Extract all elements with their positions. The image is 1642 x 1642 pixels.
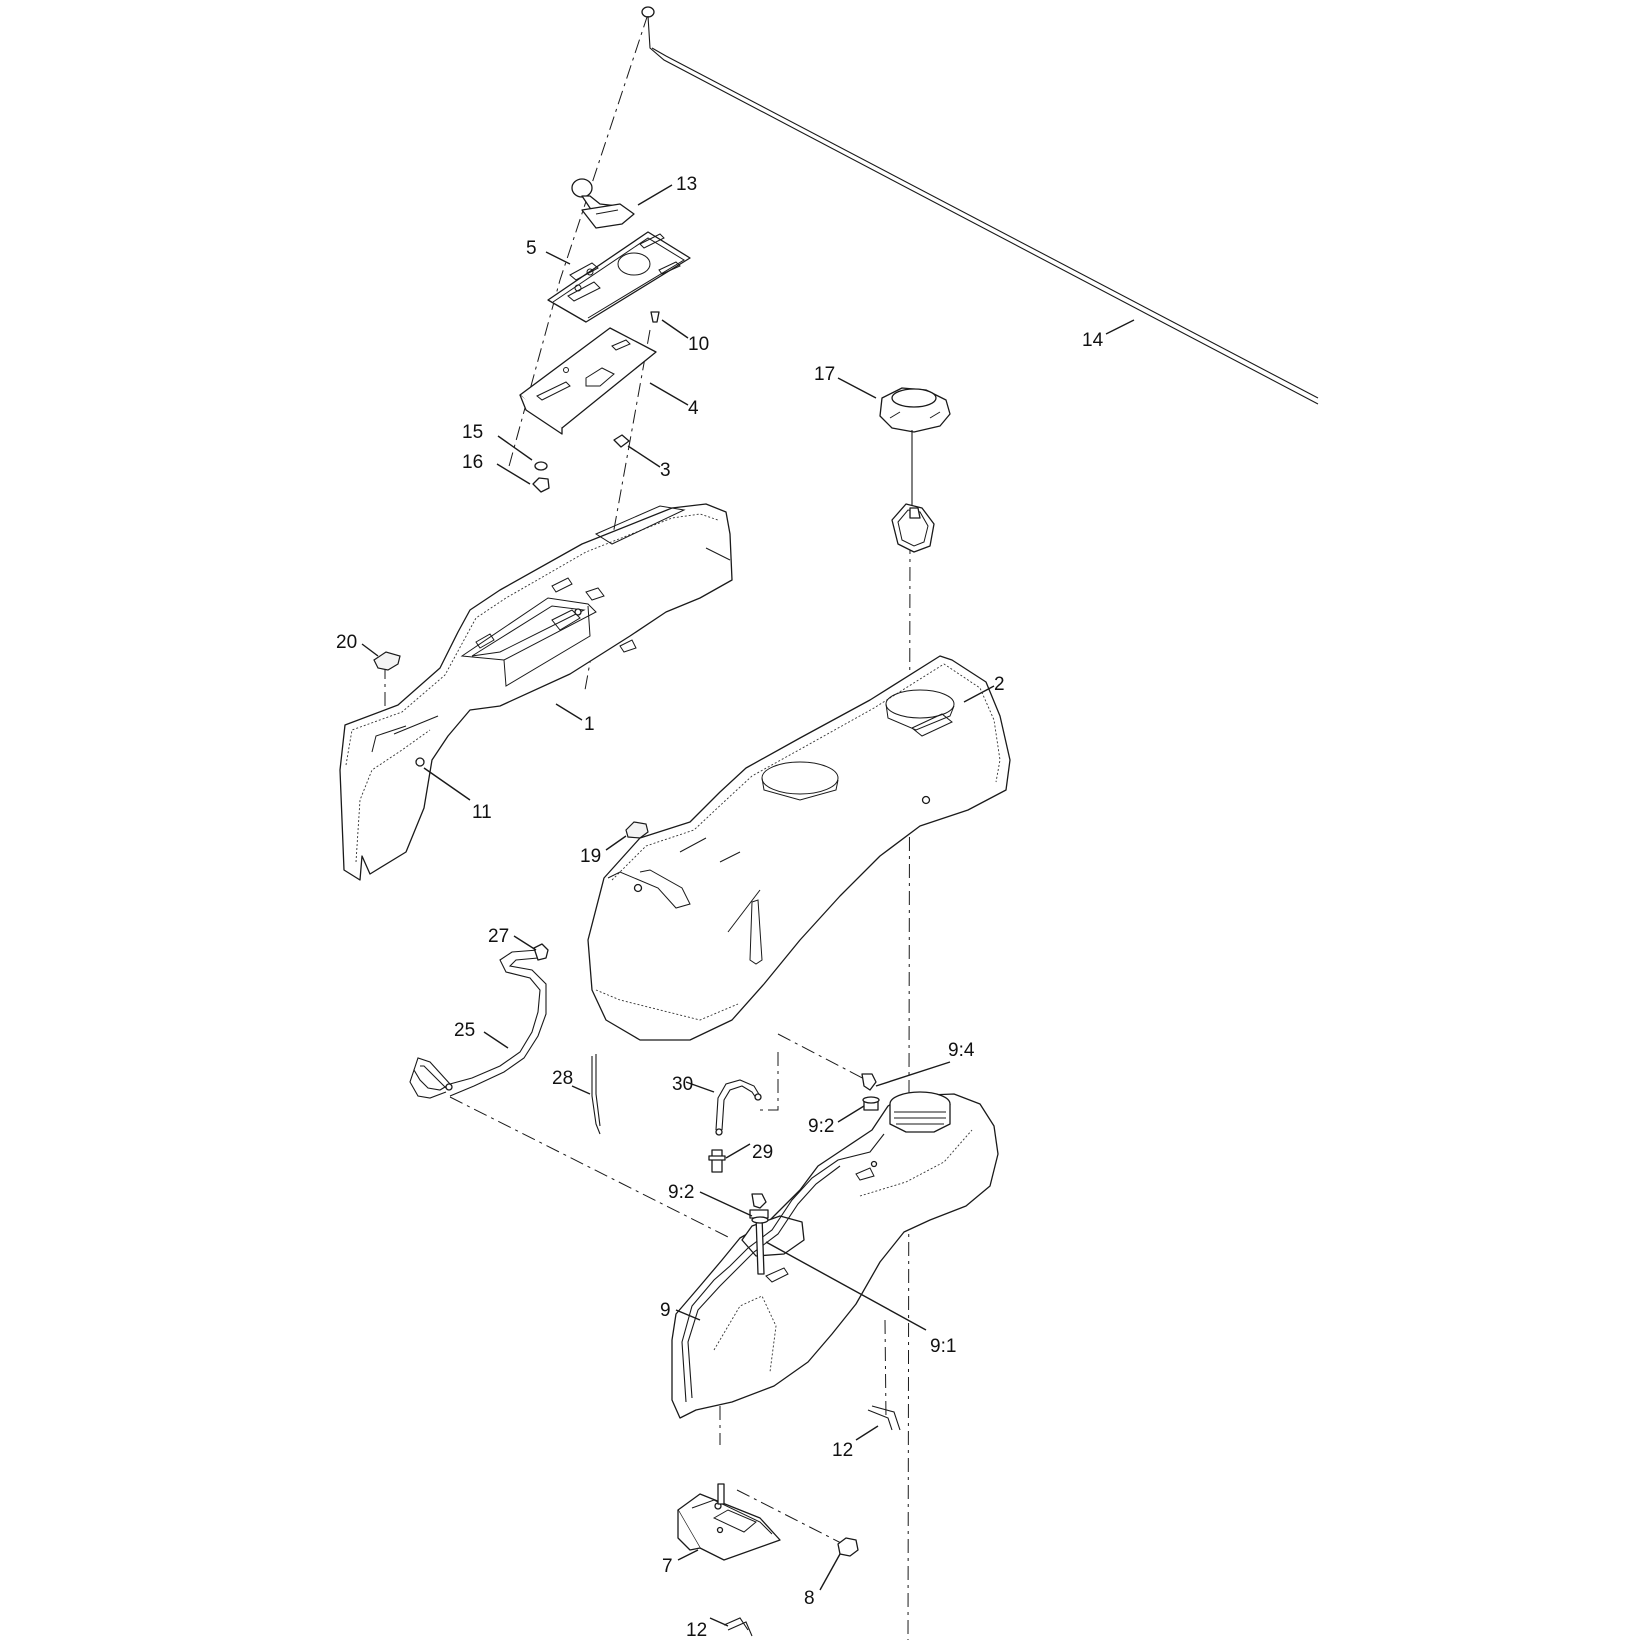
leader-28 <box>571 1085 591 1095</box>
callout-4: 4 <box>688 398 699 419</box>
part-28-strap <box>591 1054 601 1135</box>
leader-8 <box>819 1553 841 1591</box>
leader-7 <box>677 1549 699 1561</box>
leader-9-2-upper <box>837 1105 865 1123</box>
part-30-tube <box>708 1079 762 1173</box>
leader-25 <box>483 1031 509 1049</box>
callout-7: 7 <box>662 1556 673 1577</box>
leader-10 <box>661 319 689 339</box>
callout-14: 14 <box>1082 330 1104 351</box>
callout-9-2-lower: 9:2 <box>668 1182 694 1203</box>
leader-27 <box>513 935 537 951</box>
part-12-clip-lower <box>723 1617 753 1637</box>
part-9-2-grommet-lower <box>751 1216 769 1224</box>
callout-8: 8 <box>804 1588 815 1609</box>
part-2-console <box>587 655 1011 1041</box>
callout-9-1: 9:1 <box>930 1336 956 1357</box>
part-10-screw <box>650 311 660 323</box>
leader-9-1 <box>765 1241 927 1331</box>
part-5-plate <box>547 231 691 323</box>
leader-9-4 <box>875 1061 951 1087</box>
leader-2 <box>963 685 995 703</box>
leader-3 <box>627 445 661 468</box>
callout-9-4: 9:4 <box>948 1040 975 1061</box>
callout-9: 9 <box>660 1300 671 1321</box>
leader-29 <box>725 1143 751 1159</box>
part-27-clamp <box>533 943 549 961</box>
callout-17: 17 <box>814 364 835 385</box>
leader-17 <box>837 377 877 399</box>
part-1-console <box>339 503 733 881</box>
callout-11: 11 <box>472 802 492 823</box>
leader-14 <box>1105 319 1135 335</box>
callout-13: 13 <box>676 174 697 195</box>
callout-30: 30 <box>672 1074 693 1095</box>
part-16-nut <box>532 477 550 493</box>
part-29-fitting <box>711 1149 723 1173</box>
part-12-clip-upper <box>867 1405 901 1431</box>
part-20-plug <box>373 651 401 671</box>
leader-lines <box>361 184 1135 1627</box>
part-4-plate <box>519 327 657 435</box>
callout-2: 2 <box>994 674 1005 695</box>
callout-labels: 13 5 10 4 15 16 3 14 17 2 20 1 11 19 27 … <box>336 174 1104 1641</box>
leader-19 <box>605 835 627 851</box>
part-8-bolt <box>837 1537 859 1557</box>
callout-20: 20 <box>336 632 357 653</box>
part-17-cap <box>879 387 951 553</box>
leader-15 <box>497 435 533 461</box>
leader-11 <box>423 767 471 801</box>
part-19-plug <box>625 821 649 839</box>
leader-5 <box>545 251 571 265</box>
leader-13 <box>637 184 673 206</box>
callout-28: 28 <box>552 1068 573 1089</box>
callout-5: 5 <box>526 238 537 259</box>
leader-12-lower <box>709 1617 729 1627</box>
callout-1: 1 <box>584 714 595 735</box>
part-13-lever <box>571 178 635 229</box>
callout-15: 15 <box>462 422 483 443</box>
leader-16 <box>496 463 531 485</box>
small-hardware <box>532 311 660 493</box>
leader-20 <box>361 643 379 657</box>
callout-25: 25 <box>454 1020 475 1041</box>
callout-12-upper: 12 <box>832 1440 853 1461</box>
callout-10: 10 <box>688 334 709 355</box>
part-7-bracket <box>677 1483 781 1561</box>
callout-27: 27 <box>488 926 509 947</box>
callout-29: 29 <box>752 1142 773 1163</box>
callout-9-2-upper: 9:2 <box>808 1116 834 1137</box>
leader-4 <box>649 382 689 406</box>
part-11-grommet <box>415 757 425 767</box>
part-3-clip <box>613 434 630 448</box>
leader-9-2-lower <box>699 1191 753 1217</box>
leader-30 <box>685 1081 715 1093</box>
part-14-rod <box>641 6 1319 405</box>
plugs <box>373 651 649 839</box>
leader-9 <box>675 1309 701 1321</box>
part-25-hose <box>409 943 549 1099</box>
part-15-washer <box>534 461 548 471</box>
part-9-1-tube <box>755 1215 765 1275</box>
callout-16: 16 <box>462 452 483 473</box>
part-9-tank <box>671 1073 999 1419</box>
leader-12-upper <box>855 1425 879 1441</box>
callout-3: 3 <box>660 460 671 481</box>
callout-12-lower: 12 <box>686 1620 707 1641</box>
callout-19: 19 <box>580 846 601 867</box>
part-9-4-fitting <box>861 1073 877 1091</box>
leader-1 <box>555 703 583 721</box>
